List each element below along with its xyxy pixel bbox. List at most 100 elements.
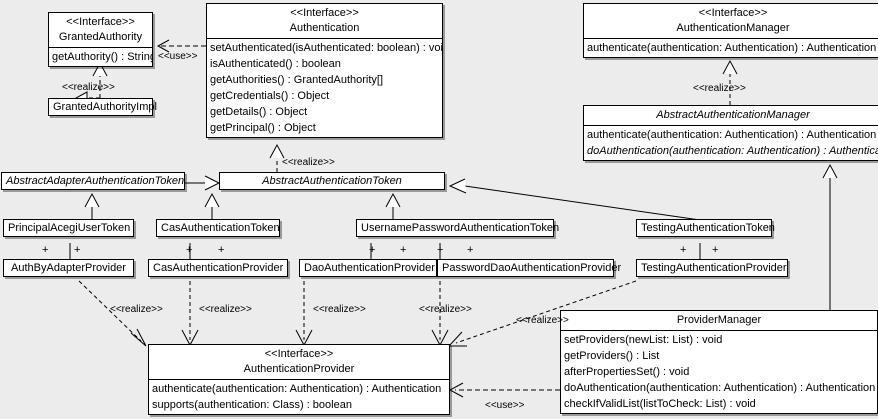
class-name-label: GrantedAuthority — [58, 31, 143, 43]
class-separator — [207, 38, 442, 39]
class-box-auth-by-adapter-provider[interactable]: AuthByAdapterProvider — [3, 259, 134, 277]
edge-label-realize-testing-authentication-provider: <<realize>> — [516, 315, 569, 326]
class-separator — [584, 38, 878, 39]
operation-item: doAuthentication(authentication: Authent… — [587, 145, 878, 157]
class-header-cas-authentication-provider: CasAuthenticationProvider — [149, 260, 287, 276]
operation-item: authenticate(authentication: Authenticat… — [587, 42, 877, 54]
class-header-auth-by-adapter-provider: AuthByAdapterProvider — [4, 260, 133, 276]
class-name-label: AuthenticationProvider — [243, 363, 355, 375]
association-plus: + — [680, 244, 687, 256]
operation-item: afterPropertiesSet() : void — [564, 366, 690, 378]
class-name-label: ProviderManager — [676, 314, 762, 326]
edge-label-realize-abstract-authentication-token: <<realize>> — [282, 157, 335, 168]
class-header-username-password-authentication-token: UsernamePasswordAuthenticationToken — [357, 220, 560, 236]
association-plus: + — [218, 244, 225, 256]
operations-compartment: setAuthenticated(isAuthenticated: boolea… — [207, 39, 442, 137]
association-plus: + — [712, 244, 719, 256]
class-box-cas-authentication-token[interactable]: CasAuthenticationToken — [156, 219, 280, 237]
operations-compartment: getAuthority() : String — [49, 48, 152, 66]
operations-compartment: authenticate(authentication: Authenticat… — [149, 380, 449, 414]
operation-item: getAuthorities() : GrantedAuthority[] — [210, 74, 384, 86]
operation-item: checkIfValidList(listToCheck: List) : vo… — [564, 398, 756, 410]
class-box-principal-acegi-user-token[interactable]: PrincipalAcegiUserToken — [3, 219, 134, 237]
class-box-authentication-provider[interactable]: <<Interface>> AuthenticationProvider aut… — [148, 344, 450, 415]
association-plus: + — [369, 244, 376, 256]
class-box-provider-manager[interactable]: ProviderManager setProviders(newList: Li… — [560, 310, 878, 414]
class-name-label: Authentication — [289, 22, 360, 34]
class-name-label: AbstractAuthenticationManager — [656, 109, 810, 121]
class-header-abstract-authentication-token: AbstractAuthenticationToken — [220, 173, 444, 189]
stereotype-label: <<Interface>> — [290, 7, 359, 19]
class-box-authentication-manager[interactable]: <<Interface>> AuthenticationManager auth… — [583, 3, 878, 58]
class-header-dao-authentication-provider: DaoAuthenticationProvider — [300, 260, 436, 276]
association-plus: + — [437, 244, 444, 256]
class-name-label: PasswordDaoAuthenticationProvider — [442, 262, 622, 274]
class-header-authentication: <<Interface>> Authentication — [207, 4, 442, 38]
class-header-cas-authentication-token: CasAuthenticationToken — [157, 220, 280, 236]
stereotype-label: <<Interface>> — [66, 16, 135, 28]
operation-item: getProviders() : List — [564, 350, 660, 362]
class-header-granted-authority-impl: GrantedAuthorityImpl — [49, 99, 157, 115]
class-box-abstract-authentication-token[interactable]: AbstractAuthenticationToken — [219, 172, 445, 190]
edge-label-realize-granted-authority-impl: <<realize>> — [62, 82, 115, 93]
association-plus: + — [467, 244, 474, 256]
class-name-label: DaoAuthenticationProvider — [304, 262, 435, 274]
class-box-abstract-adapter-authentication-token[interactable]: AbstractAdapterAuthenticationToken — [1, 172, 185, 190]
class-name-label: GrantedAuthorityImpl — [53, 101, 157, 113]
operation-item: getCredentials() : Object — [210, 90, 330, 102]
class-box-dao-authentication-provider[interactable]: DaoAuthenticationProvider — [299, 259, 437, 277]
stereotype-label: <<Interface>> — [264, 348, 334, 360]
class-box-authentication[interactable]: <<Interface>> Authentication setAuthenti… — [206, 3, 443, 138]
operation-item: getPrincipal() : Object — [210, 122, 316, 134]
edge-label-use-authentication-granted-authority: <<use>> — [158, 51, 198, 62]
class-header-provider-manager: ProviderManager — [561, 311, 877, 330]
class-name-label: AuthByAdapterProvider — [11, 262, 126, 274]
operation-item: getDetails() : Object — [210, 106, 308, 118]
class-name-label: PrincipalAcegiUserToken — [8, 222, 131, 234]
class-box-abstract-authentication-manager[interactable]: AbstractAuthenticationManager authentica… — [583, 105, 878, 161]
class-name-label: AuthenticationManager — [676, 22, 790, 34]
edge-label-use-provider-manager: <<use>> — [485, 400, 525, 411]
operation-item: setAuthenticated(isAuthenticated: boolea… — [210, 42, 442, 54]
class-name-label: CasAuthenticationToken — [161, 222, 280, 234]
class-name-label: TestingAuthenticationToken — [641, 222, 775, 234]
operation-item: isAuthenticated() : boolean — [210, 58, 341, 70]
operation-item: supports(authentication: Class) : boolea… — [152, 399, 352, 411]
class-name-label: AbstractAdapterAuthenticationToken — [6, 175, 185, 187]
edge-label-realize-abstract-authentication-manager: <<realize>> — [693, 83, 746, 94]
class-header-testing-authentication-provider: TestingAuthenticationProvider — [637, 260, 787, 276]
class-header-authentication-provider: <<Interface>> AuthenticationProvider — [149, 345, 449, 379]
edge-label-realize-cas-authentication-provider: <<realize>> — [199, 304, 252, 315]
edge-label-realize-auth-by-adapter-provider: <<realize>> — [110, 304, 163, 315]
class-box-testing-authentication-token[interactable]: TestingAuthenticationToken — [636, 219, 775, 237]
stereotype-label: <<Interface>> — [698, 7, 768, 19]
class-header-granted-authority: <<Interface>> GrantedAuthority — [49, 13, 152, 47]
class-separator — [149, 379, 449, 380]
operations-compartment: authenticate(authentication: Authenticat… — [584, 39, 878, 57]
class-separator — [49, 47, 152, 48]
operation-item: setProviders(newList: List) : void — [564, 334, 723, 346]
edge-label-realize-dao-authentication-provider: <<realize>> — [313, 304, 366, 315]
class-box-password-dao-authentication-provider[interactable]: PasswordDaoAuthenticationProvider — [437, 259, 622, 277]
association-plus: + — [74, 244, 81, 256]
association-plus: + — [186, 244, 193, 256]
class-header-authentication-manager: <<Interface>> AuthenticationManager — [584, 4, 878, 38]
class-separator — [584, 125, 878, 126]
operation-item: authenticate(authentication: Authenticat… — [587, 129, 877, 141]
class-name-label: TestingAuthenticationProvider — [641, 262, 787, 274]
class-name-label: UsernamePasswordAuthenticationToken — [361, 222, 560, 234]
association-plus: + — [42, 244, 49, 256]
class-header-abstract-authentication-manager: AbstractAuthenticationManager — [584, 106, 878, 125]
class-box-cas-authentication-provider[interactable]: CasAuthenticationProvider — [148, 259, 288, 277]
class-box-username-password-authentication-token[interactable]: UsernamePasswordAuthenticationToken — [356, 219, 560, 237]
class-header-abstract-adapter-authentication-token: AbstractAdapterAuthenticationToken — [2, 173, 184, 189]
class-header-principal-acegi-user-token: PrincipalAcegiUserToken — [4, 220, 133, 236]
operation-item: authenticate(authentication: Authenticat… — [152, 383, 442, 395]
class-header-password-dao-authentication-provider: PasswordDaoAuthenticationProvider — [438, 260, 622, 276]
operation-item: getAuthority() : String — [52, 51, 152, 63]
class-box-testing-authentication-provider[interactable]: TestingAuthenticationProvider — [636, 259, 788, 277]
class-box-granted-authority-impl[interactable]: GrantedAuthorityImpl — [48, 98, 157, 116]
class-box-granted-authority[interactable]: <<Interface>> GrantedAuthority getAuthor… — [48, 12, 153, 67]
operation-item: doAuthentication(authentication: Authent… — [564, 382, 876, 394]
